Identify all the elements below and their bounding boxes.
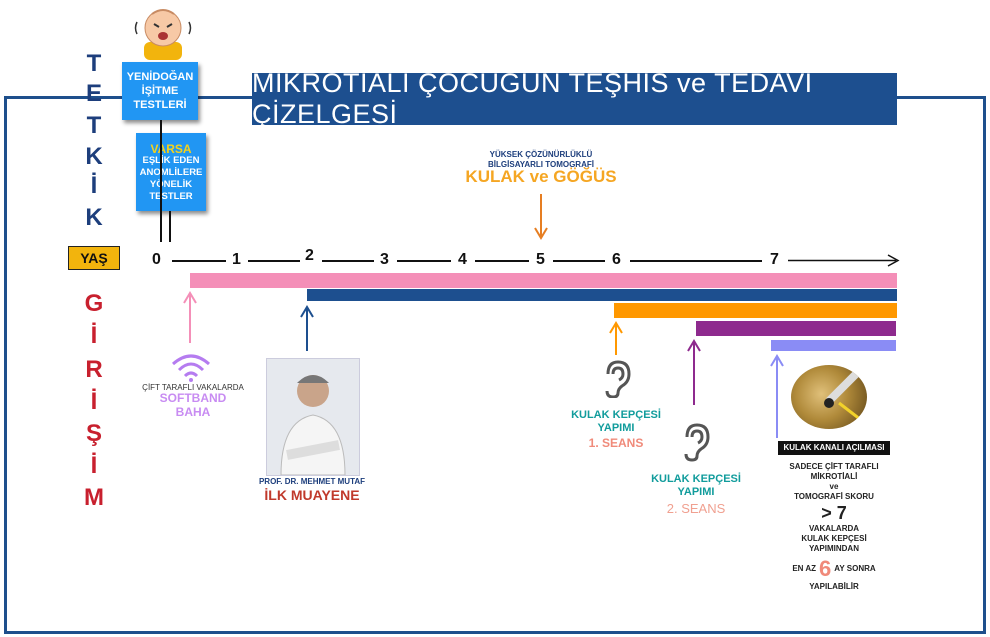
age-tick-5: 5 <box>536 251 545 268</box>
ear2-line1: KULAK KEPÇESİ <box>651 473 741 485</box>
endoscope-instrument-icon <box>824 366 866 425</box>
ear2-session: 2. SEANS <box>666 501 726 516</box>
axis-segment <box>475 260 529 262</box>
canal-line3: ve <box>829 482 839 491</box>
canal-line1: SADECE ÇİFT TARAFLI <box>789 462 879 471</box>
tomography-arrow-icon <box>534 194 548 240</box>
newborn-hearing-tests-box: YENİDOĞAN İŞİTME TESTLERİ <box>122 62 198 120</box>
tetkik-letter: T <box>86 112 102 139</box>
girisim-letter: İ <box>90 322 98 349</box>
canal-line8: YAPILABİLİR <box>809 582 859 591</box>
ear-canal-bar <box>771 340 896 351</box>
canal-min-months: EN AZ 6 AY SONRA <box>768 558 900 580</box>
first-exam-label: İLK MUAYENE <box>264 487 360 503</box>
connector-line <box>160 120 162 242</box>
tetkik-letter: K <box>85 204 103 231</box>
doctor-name: PROF. DR. MEHMET MUTAF <box>258 477 366 486</box>
ear-session-1-bar <box>614 303 897 318</box>
girisim-letter: R <box>85 356 103 383</box>
softband-line1: SOFTBAND <box>159 391 227 405</box>
frame-bottom-border <box>4 631 986 634</box>
first-exam-arrow-icon <box>300 305 314 351</box>
canal-line4: TOMOGRAFİ SKORU <box>794 492 874 501</box>
ear-session-2-bar <box>696 321 896 336</box>
axis-segment <box>630 260 762 262</box>
tomography-line2: BİLGİSAYARLI TOMOGRAFİ <box>488 160 594 169</box>
softband-label: SOFTBAND BAHA <box>128 391 258 419</box>
age-tick-0: 0 <box>152 251 161 268</box>
softband-line2: BAHA <box>175 405 211 419</box>
tetkik-letter: T <box>86 50 102 77</box>
ear-session-2-label: KULAK KEPÇESİ YAPIMI 2. SEANS <box>640 473 752 515</box>
frame-left-border <box>4 96 7 634</box>
ear-canal-arrow-icon <box>770 354 784 438</box>
axis-arrow-icon <box>788 254 900 267</box>
crying-baby-icon <box>134 9 192 60</box>
canal-line5: VAKALARDA <box>808 524 860 533</box>
ear2-line2: YAPIMI <box>677 486 715 498</box>
canal-line6: KULAK KEPÇESİ <box>801 534 867 543</box>
girisim-letter: İ <box>90 452 98 479</box>
tetkik-letter: K <box>85 143 103 170</box>
axis-segment <box>553 260 605 262</box>
connector-line <box>169 211 171 242</box>
ear-session-1-arrow-icon <box>609 321 623 355</box>
canal-en-az: EN AZ <box>792 564 817 573</box>
tetkik-letter: İ <box>90 172 98 199</box>
ear-canal-heading: KULAK KANALI AÇILMASI <box>778 441 890 455</box>
age-tick-6: 6 <box>612 251 621 268</box>
ear1-session: 1. SEANS <box>588 436 644 450</box>
ear-canal-criteria: SADECE ÇİFT TARAFLI MİKROTİALİ ve TOMOGR… <box>768 462 900 592</box>
ear-session-2-arrow-icon <box>687 339 701 405</box>
girisim-letter: G <box>84 290 104 317</box>
ear-icon <box>605 360 631 398</box>
canal-six: 6 <box>819 556 832 581</box>
anomaly-tests-box: VARSA EŞLİK EDEN ANOMLİLERE YÖNELİK TEST… <box>136 133 206 211</box>
axis-segment <box>172 260 226 262</box>
softband-caption: ÇİFT TARAFLI VAKALARDA <box>142 383 244 392</box>
age-label-box: YAŞ <box>68 246 120 270</box>
girisim-letter: İ <box>90 388 98 415</box>
age-tick-7: 7 <box>770 251 779 268</box>
varsa-label: VARSA <box>150 142 192 156</box>
ear-session-1-label: KULAK KEPÇESİ YAPIMI 1. SEANS <box>560 409 672 450</box>
age-tick-3: 3 <box>380 251 389 268</box>
girisim-letter: M <box>84 484 104 511</box>
age-tick-4: 4 <box>458 251 467 268</box>
follow-up-bar <box>307 289 897 301</box>
ear-icon <box>684 423 710 462</box>
axis-segment <box>322 260 374 262</box>
softband-baha-bar <box>190 273 897 288</box>
page-title: MİKROTİALI ÇOCUĞUN TEŞHİS ve TEDAVİ ÇİZE… <box>252 68 897 129</box>
axis-segment <box>248 260 300 262</box>
wifi-signal-icon <box>172 354 210 382</box>
doctor-photo <box>266 358 360 476</box>
ear1-line2: YAPIMI <box>597 422 635 434</box>
canal-ay-sonra: AY SONRA <box>834 564 876 573</box>
age-tick-1: 1 <box>232 251 241 268</box>
tomography-line1: YÜKSEK ÇÖZÜNÜRLÜKLÜ <box>489 150 593 159</box>
axis-segment <box>397 260 451 262</box>
canal-line7: YAPIMINDAN <box>809 544 859 553</box>
canal-score: > 7 <box>821 503 847 523</box>
tetkik-letter: E <box>85 80 102 107</box>
ear-canal-photo <box>791 365 867 429</box>
canal-line2: MİKROTİALİ <box>810 472 858 481</box>
age-tick-2: 2 <box>305 247 314 264</box>
anomaly-tests-label: EŞLİK EDEN ANOMLİLERE YÖNELİK TESTLER <box>139 155 203 202</box>
tomography-caption: YÜKSEK ÇÖZÜNÜRLÜKLÜ BİLGİSAYARLI TOMOGRA… <box>455 150 627 170</box>
ear1-line1: KULAK KEPÇESİ <box>571 409 661 421</box>
doctor-silhouette-icon <box>280 375 346 476</box>
tomography-headline: KULAK ve GÖĞÜS <box>465 167 617 186</box>
softband-arrow-icon <box>183 291 197 343</box>
girisim-letter: Ş <box>85 420 102 447</box>
frame-right-border <box>983 96 986 634</box>
